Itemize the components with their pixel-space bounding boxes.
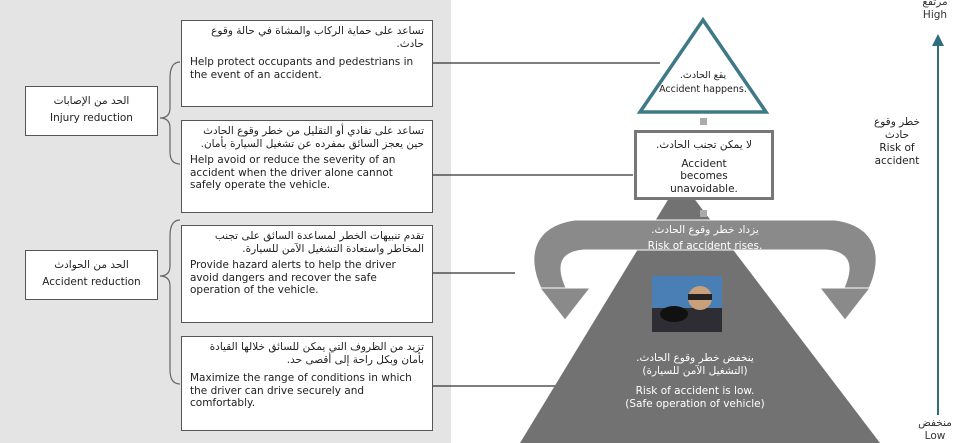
state-rises: يزداد خطر وقوع الحادث. Risk of accident …: [600, 224, 810, 252]
state-low-ar2: (التشغيل الآمن للسيارة): [642, 364, 748, 377]
axis-high-label: مرتفع High: [900, 0, 957, 22]
state-low-en2: (Safe operation of vehicle): [625, 397, 765, 410]
measure-en: Help protect occupants and pedestrians i…: [190, 56, 414, 81]
measure-en: Help avoid or reduce the severity of an …: [190, 154, 396, 191]
measure-ar: تساعد على تفادي أو التقليل من خطر وقوع ا…: [200, 125, 424, 150]
risk-rises-arc: [533, 219, 877, 297]
measure-en: Maximize the range of conditions in whic…: [190, 372, 412, 409]
axis-low-en: Low: [924, 430, 946, 442]
accident-happens-triangle: [636, 16, 770, 114]
state-low-en1: Risk of accident is low.: [635, 385, 755, 397]
axis-title-ar: خطر وقوع حادث: [873, 116, 920, 141]
risk-axis-arrow: [932, 34, 944, 46]
accident-label-ar: الحد من الحوادث: [54, 259, 129, 271]
measure-box-protect: تساعد على حماية الركاب والمشاة في حالة و…: [181, 20, 433, 107]
axis-high-en: High: [922, 9, 948, 21]
measure-box-avoid: تساعد على تفادي أو التقليل من خطر وقوع ا…: [181, 120, 433, 213]
accident-bracket: [159, 219, 181, 385]
state-happens: يقع الحادث. Accident happens.: [650, 70, 756, 95]
measure-ar: تساعد على حماية الركاب والمشاة في حالة و…: [211, 25, 424, 50]
axis-title: خطر وقوع حادث Risk of accident: [862, 116, 932, 168]
state-rises-en: Risk of accident rises.: [647, 239, 763, 252]
state-rises-ar: يزداد خطر وقوع الحادث.: [651, 224, 759, 236]
right-arrow-head: [818, 287, 872, 321]
measure-ar: تقدم تنبيهات الخطر لمساعدة السائق على تج…: [214, 230, 424, 255]
accident-label-en: Accident reduction: [42, 275, 141, 288]
injury-reduction-category: الحد من الإصابات Injury reduction: [25, 86, 158, 136]
state-unavoidable-en: Accident becomes unavoidable.: [670, 157, 738, 195]
axis-low-ar: منخفض: [918, 417, 952, 429]
driver-photo: [652, 276, 722, 332]
axis-high-ar: مرتفع: [922, 0, 948, 8]
state-low-ar1: ينخفض خطر وقوع الحادث.: [636, 352, 754, 364]
state-unavoidable: لا يمكن تجنب الحادث. Accident becomes un…: [634, 130, 774, 200]
state-happens-en: Accident happens.: [659, 84, 747, 95]
state-low: ينخفض خطر وقوع الحادث. (التشغيل الآمن لل…: [595, 352, 795, 410]
injury-bracket: [159, 61, 181, 165]
injury-label-ar: الحد من الإصابات: [53, 95, 130, 107]
axis-low-label: منخفض Low: [905, 417, 957, 443]
accident-reduction-category: الحد من الحوادث Accident reduction: [25, 250, 158, 300]
link-square-1: [700, 118, 707, 125]
state-happens-ar: يقع الحادث.: [679, 70, 727, 81]
measure-en: Provide hazard alerts to help the driver…: [190, 259, 396, 296]
axis-title-en: Risk of accident: [874, 142, 920, 167]
measure-box-maximize: تزيد من الظروف التي يمكن للسائق خلالها ا…: [181, 336, 433, 431]
state-unavoidable-ar: لا يمكن تجنب الحادث.: [656, 139, 752, 151]
injury-label-en: Injury reduction: [50, 111, 133, 124]
measure-ar: تزيد من الظروف التي يمكن للسائق خلالها ا…: [209, 341, 424, 366]
measure-box-alerts: تقدم تنبيهات الخطر لمساعدة السائق على تج…: [181, 225, 433, 323]
link-square-2: [700, 210, 707, 217]
left-arrow-head: [538, 287, 592, 321]
